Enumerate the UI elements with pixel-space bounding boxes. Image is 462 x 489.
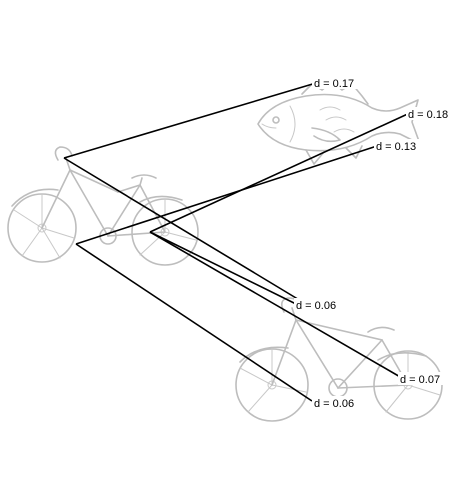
match-line-2 <box>149 111 413 233</box>
match-labels: d = 0.17 d = 0.18 d = 0.13 d = 0.06 d = … <box>294 76 454 410</box>
bicycle-right-image <box>235 297 443 422</box>
match-line-1 <box>63 82 317 159</box>
match-line-4 <box>63 157 307 305</box>
bicycle-left-image <box>7 146 199 266</box>
match-line-6 <box>149 231 403 379</box>
match-line-7 <box>75 243 313 402</box>
match-label-4: d = 0.06 <box>296 300 336 312</box>
match-label-5: d = 0.07 <box>400 374 440 386</box>
match-line-5 <box>149 231 297 305</box>
match-label-3: d = 0.13 <box>376 141 416 153</box>
match-label-2: d = 0.18 <box>408 109 448 121</box>
match-label-1: d = 0.17 <box>314 78 354 90</box>
match-label-6: d = 0.06 <box>314 398 354 410</box>
match-lines <box>63 82 413 402</box>
match-line-3 <box>75 144 381 245</box>
